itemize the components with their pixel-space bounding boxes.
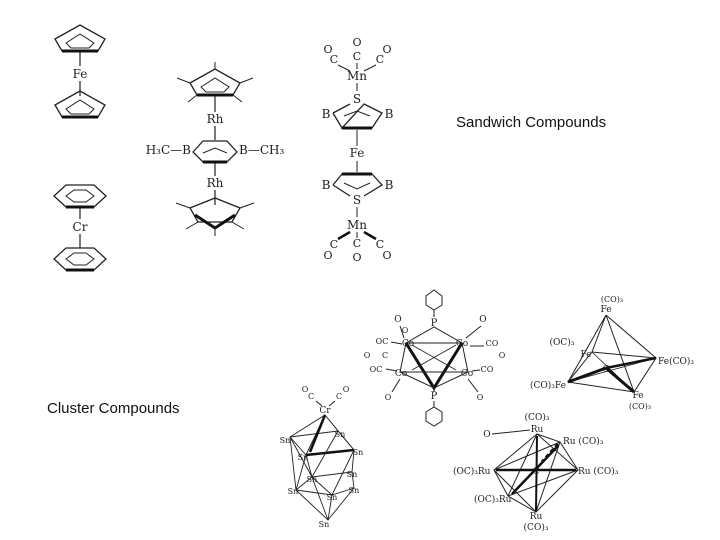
cr-label: Cr <box>73 220 88 234</box>
co-group-label: (OC)₃ <box>550 337 575 348</box>
ligand-label: C <box>336 392 342 401</box>
ligand-label: CO <box>481 365 494 374</box>
b-ch3-group: B—CH₃ <box>239 143 284 157</box>
b-label: B <box>322 107 331 121</box>
co-group-label: (CO)₃ <box>524 522 549 533</box>
sn-label: Sn <box>319 520 330 529</box>
co-atom-label: Co <box>456 339 468 349</box>
co-group-label: (CO)₃ <box>525 412 550 423</box>
co-c-label: C <box>353 237 361 250</box>
ligand-label: O <box>402 326 409 335</box>
co-o-label: O <box>323 43 332 56</box>
ru-co-group-label: Ru (CO)₃ <box>578 466 619 477</box>
cr-sn-cluster-structure: O C C O Cr Sn Sn Sn Sn Sn Sn Sn Sn Sn Sn <box>280 385 364 529</box>
ligand-label: C <box>308 392 314 401</box>
sandwich-compounds-heading: Sandwich Compounds <box>456 114 607 131</box>
fe-co-group-label: Fe(CO)₃ <box>658 356 694 367</box>
ru6c-cluster-structure: (CO)₃ Ru O Ru (CO)₃ (OC)₃Ru C Ru (CO)₃ (… <box>453 412 619 533</box>
co-o-label: O <box>382 43 391 56</box>
fe-label: Fe <box>73 67 88 81</box>
cyclopentadienyl-ring <box>53 23 107 53</box>
ligand-label: O <box>499 351 506 360</box>
co-c-label: C <box>353 50 361 63</box>
co-atom-label: Co <box>395 369 407 379</box>
ligand-label: O <box>302 385 309 394</box>
h3c-b-group: H₃C—B <box>146 143 191 157</box>
sn-label: Sn <box>298 453 309 462</box>
co-atom-label: Co <box>402 339 414 349</box>
co-group-label: (CO)₃ <box>601 295 623 304</box>
ru-co-group-label: (OC)₃Ru <box>453 466 491 477</box>
mn-label-bottom: Mn <box>347 218 367 232</box>
fe-label: Fe <box>350 146 365 160</box>
ligand-label: O <box>385 393 392 402</box>
fe4c-cluster-structure: (CO)₃ Fe (OC)₃ Fe Fe(CO)₃ C (CO)₃Fe Fe (… <box>530 295 694 411</box>
co4p2-cluster-structure: P Co Co Co Co P O O OC C OC O CO O O CO … <box>364 289 506 427</box>
mn-label-top: Mn <box>347 69 367 83</box>
o-label: O <box>483 430 490 440</box>
fe-label: Fe <box>600 305 611 315</box>
co-atom-label: Co <box>461 369 473 379</box>
ru-label: Ru <box>530 512 543 522</box>
ligand-label: O <box>477 393 484 402</box>
b-label: B <box>322 178 331 192</box>
ligand-label: CO <box>486 339 499 348</box>
sn-label: Sn <box>335 430 346 439</box>
co-c-label: C <box>376 238 384 251</box>
cr-label: Cr <box>319 406 331 416</box>
co-o-label: O <box>323 249 332 262</box>
ferrocene-structure: Fe <box>53 23 107 119</box>
ligand-label: OC <box>370 365 383 374</box>
b-label: B <box>385 178 394 192</box>
sn-label: Sn <box>349 486 360 495</box>
ru-co-group-label: Ru (CO)₃ <box>563 436 604 447</box>
co-c-label: C <box>330 53 338 66</box>
methylated-cp-ring-top <box>188 67 242 97</box>
arene-ring <box>52 246 108 272</box>
rh-label-bottom: Rh <box>207 176 224 190</box>
rh-label-top: Rh <box>207 112 224 126</box>
s-label: S <box>353 193 361 207</box>
p-label: P <box>431 318 438 329</box>
ligand-label: O <box>479 315 486 325</box>
chromocene-structure: Cr <box>52 183 108 272</box>
sn-label: Sn <box>307 475 318 484</box>
s-label: S <box>353 92 361 106</box>
sn-label: Sn <box>288 487 299 496</box>
arene-ring <box>52 183 108 209</box>
sn-label: Sn <box>280 436 291 445</box>
ligand-label: OC <box>376 337 389 346</box>
co-o-label: O <box>352 36 361 49</box>
cluster-compounds-heading: Cluster Compounds <box>47 400 180 417</box>
rh-triple-decker-structure: Rh H₃C—B B—CH₃ Rh <box>146 62 284 236</box>
co-group-label: (CO)₃ <box>629 402 651 411</box>
p-label: P <box>431 391 438 402</box>
fe-co-group-label: (CO)₃Fe <box>530 380 566 391</box>
fe-label: Fe <box>632 391 643 401</box>
co-o-label: O <box>352 251 361 264</box>
ligand-label: O <box>343 385 350 394</box>
b-label: B <box>385 107 394 121</box>
co-c-label: C <box>376 53 384 66</box>
co-o-label: O <box>382 249 391 262</box>
ligand-label: C <box>382 351 388 360</box>
sn-label: Sn <box>353 448 364 457</box>
mn-fe-stacked-structure: O O O C C C Mn S B B Fe B B S Mn C C C O <box>322 36 394 264</box>
ligand-label: O <box>394 315 401 325</box>
diborole-ring <box>191 139 239 164</box>
ru-co-group-label: (OC)₃Ru <box>474 494 512 505</box>
fe-label: Fe <box>580 350 591 360</box>
ru-label: Ru <box>531 425 544 435</box>
co-c-label: C <box>330 238 338 251</box>
ligand-label: O <box>364 351 371 360</box>
